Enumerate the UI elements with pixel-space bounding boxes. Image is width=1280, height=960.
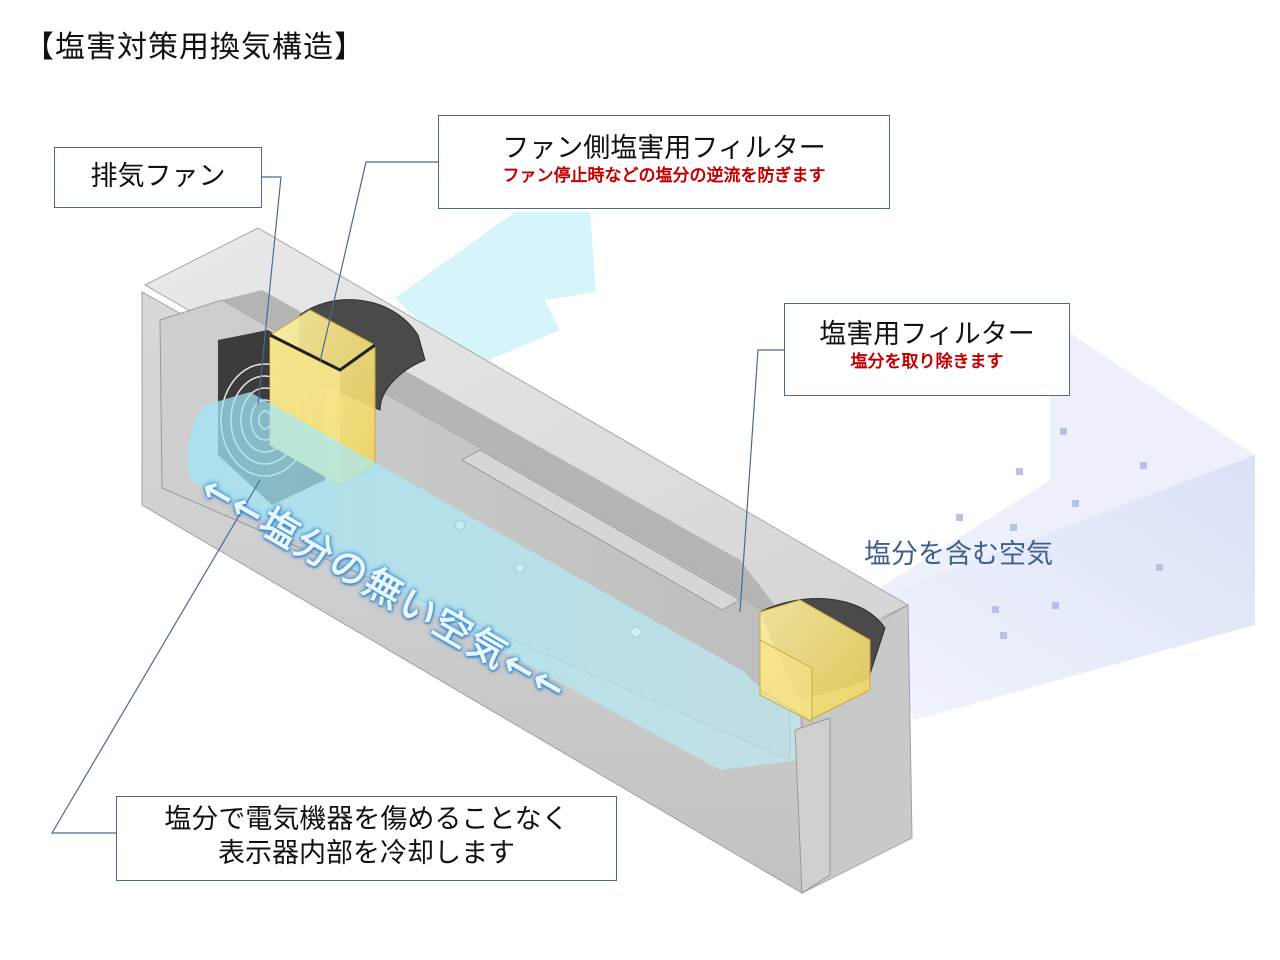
salt-filter-face	[759, 639, 813, 723]
leader-exhaust-fan	[257, 176, 282, 406]
salty-air-intake-cone	[845, 455, 1255, 720]
callout-cooling-line2: 表示器内部を冷却します	[218, 837, 515, 869]
callout-fan-side-filter: ファン側塩害用フィルター ファン停止時などの塩分の逆流を防ぎます	[438, 115, 890, 209]
clean-air-flow-band	[188, 392, 800, 770]
callout-cooling: 塩分で電気機器を傷めることなく 表示器内部を冷却します	[116, 796, 617, 881]
fan-side-filter-edge	[269, 333, 376, 372]
callout-salt-filter: 塩害用フィルター 塩分を取り除きます	[784, 303, 1070, 396]
side-panel-cut	[794, 717, 831, 894]
callout-exhaust-fan-label: 排気ファン	[90, 161, 226, 192]
page-title: 【塩害対策用換気構造】	[24, 30, 365, 65]
leader-fan-filter	[319, 161, 438, 363]
leader-cooling	[50, 479, 261, 834]
callout-exhaust-fan: 排気ファン	[54, 147, 262, 208]
callout-cooling-line1: 塩分で電気機器を傷めることなく	[164, 804, 569, 835]
callout-salt-filter-note: 塩分を取り除きます	[850, 351, 1004, 372]
leader-salt-filter	[739, 349, 784, 613]
salty-air-cone-top	[845, 320, 1255, 610]
callout-fan-side-filter-note: ファン停止時などの塩分の逆流を防ぎます	[502, 165, 826, 186]
salty-air-label: 塩分を含む空気	[864, 539, 1053, 570]
exhaust-air-duct	[395, 212, 596, 368]
callout-fan-side-filter-label: ファン側塩害用フィルター	[502, 133, 826, 164]
salt-particles	[956, 428, 1163, 639]
callout-salt-filter-label: 塩害用フィルター	[819, 319, 1035, 350]
inner-rail	[460, 449, 742, 611]
leader-lines	[50, 161, 784, 834]
